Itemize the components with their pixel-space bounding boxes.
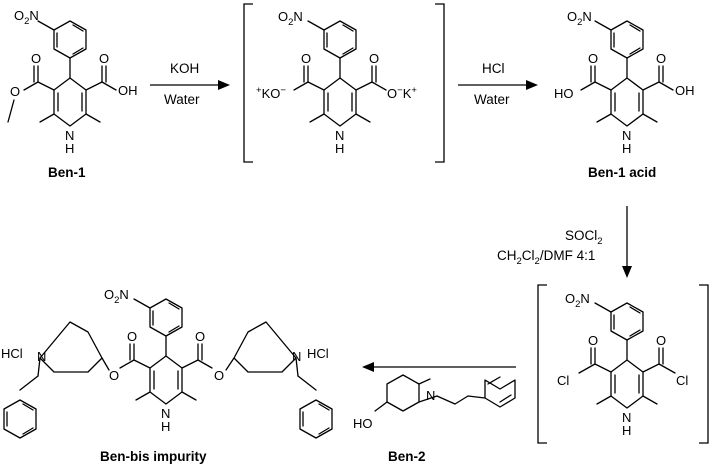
ben2-label: Ben-2	[388, 449, 426, 464]
svg-text:O: O	[656, 333, 666, 348]
dhp-nitrogen: N	[65, 128, 74, 143]
svg-text:O: O	[588, 51, 598, 66]
svg-text:H: H	[335, 141, 344, 156]
ben1-structure: O2N O O O OH N H	[7, 8, 138, 156]
dhp-hydrogen: H	[65, 141, 74, 156]
svg-text:O−K+: O−K+	[387, 85, 417, 101]
svg-text:N: N	[622, 410, 631, 425]
svg-text:H: H	[622, 141, 631, 156]
svg-text:Cl: Cl	[676, 373, 688, 388]
svg-text:N: N	[426, 388, 435, 403]
ben1-acid-label: Ben-1 acid	[588, 165, 656, 180]
svg-text:O: O	[588, 333, 598, 348]
svg-text:Cl: Cl	[557, 373, 569, 388]
nitro-group: O2N	[14, 8, 39, 27]
step3-reagent: SOCl2	[565, 228, 603, 247]
svg-text:HO: HO	[353, 416, 373, 431]
svg-text:HCl: HCl	[307, 346, 329, 361]
svg-text:N: N	[335, 128, 344, 143]
ben-bis-impurity-structure: O2N O O O O N H N HCl	[1, 287, 333, 439]
svg-text:OH: OH	[675, 83, 695, 98]
svg-text:O: O	[301, 51, 311, 66]
svg-text:O: O	[195, 329, 205, 344]
svg-text:N: N	[622, 128, 631, 143]
svg-text:HO: HO	[554, 86, 574, 101]
potassium-salt-intermediate: O2N O O +KO− O−K+ N H	[243, 3, 445, 163]
svg-text:O: O	[109, 368, 119, 383]
ester-oxygen: O	[10, 84, 20, 99]
svg-text:O: O	[214, 368, 224, 383]
svg-text:N: N	[161, 406, 170, 421]
ben2-structure: N HO	[353, 374, 516, 431]
ben1-label: Ben-1	[48, 165, 86, 180]
acid-hydroxyl: OH	[118, 83, 138, 98]
acid-chloride-intermediate: O2N O O Cl Cl N H	[537, 284, 709, 444]
svg-text:O2N: O2N	[565, 291, 590, 310]
svg-text:H: H	[161, 419, 170, 434]
svg-text:O2N: O2N	[278, 9, 303, 28]
svg-text:N: N	[292, 349, 301, 364]
svg-text:O: O	[369, 51, 379, 66]
svg-text:N: N	[37, 349, 46, 364]
ester-carbonyl-oxygen: O	[31, 51, 41, 66]
svg-text:O: O	[656, 51, 666, 66]
svg-text:HCl: HCl	[1, 346, 23, 361]
step2-reagent: HCl	[482, 61, 505, 76]
svg-text:H: H	[622, 423, 631, 438]
svg-text:O2N: O2N	[104, 287, 129, 306]
svg-text:O2N: O2N	[567, 9, 592, 28]
acid-carbonyl-oxygen: O	[99, 51, 109, 66]
ben1-acid-structure: O2N O O HO OH N H	[554, 9, 695, 156]
svg-text:+KO−: +KO−	[256, 85, 286, 101]
svg-text:O: O	[127, 329, 137, 344]
step3-solvent: CH2Cl2/DMF 4:1	[497, 248, 595, 267]
ben-bis-impurity-label: Ben-bis impurity	[100, 449, 207, 464]
step2-solvent: Water	[474, 92, 510, 107]
step1-solvent: Water	[164, 92, 200, 107]
step1-reagent: KOH	[170, 61, 199, 76]
